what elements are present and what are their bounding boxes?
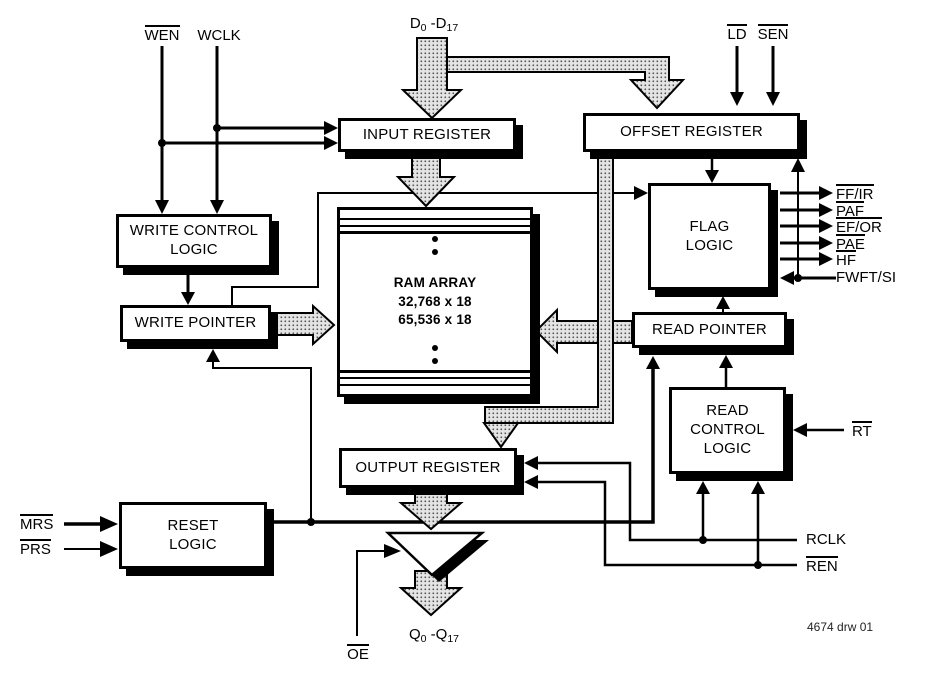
write-control-logic-block: WRITE CONTROL LOGIC (116, 214, 272, 268)
ren-rcl-arrowhead (751, 481, 765, 494)
ram-ellipsis-dot (432, 249, 438, 255)
write-pointer-block: WRITE POINTER (120, 305, 271, 342)
fwft-offset-arrowhead (791, 158, 805, 172)
write-pointer-arrowhead (181, 292, 195, 305)
wen-junction-dot (158, 139, 166, 147)
mrs-label: MRS (20, 514, 54, 533)
ram-ellipsis-dot (432, 236, 438, 242)
wclk-input-arrowhead (324, 121, 338, 135)
sen-arrowhead (766, 92, 780, 106)
flag-ff-ir-label: FF/IR (836, 184, 874, 203)
mrs-arrowhead (100, 516, 118, 532)
ff-arrowhead (819, 186, 833, 200)
fwft-junction-dot (794, 274, 802, 282)
flag-left-arrowhead (634, 186, 648, 200)
rclk-label: RCLK (806, 531, 847, 548)
flag-pae-label: PAE (836, 234, 865, 253)
ram-top-row-line (340, 225, 530, 227)
flag-ef-or-label: EF/OR (836, 217, 882, 236)
reset-bus-wire (274, 369, 655, 524)
ram-top-divider-line (340, 231, 530, 234)
read-pointer-block: READ POINTER (632, 312, 787, 348)
fwft-arrowhead (780, 271, 794, 285)
q-bus-label: Q0 -Q17 (408, 626, 460, 645)
sen-label: SEN (757, 24, 789, 43)
signal-wires (64, 46, 844, 636)
wclk-label: WCLK (197, 27, 241, 44)
read-control-logic-block: READ CONTROL LOGIC (669, 387, 786, 474)
rcl-readptr-arrowhead (719, 355, 733, 368)
ram-ellipsis-dot (432, 345, 438, 351)
ld-label: LD (727, 24, 747, 43)
oe-label: OE (347, 644, 369, 663)
wclk-junction-dot (213, 124, 221, 132)
prs-label: PRS (20, 539, 51, 558)
reset-junction-dot (307, 518, 315, 526)
readptr-flag-arrowhead (716, 296, 730, 309)
reset-logic-block: RESET LOGIC (119, 502, 267, 569)
input-register-block: INPUT REGISTER (338, 118, 516, 152)
flag-hf-label: HF (836, 250, 856, 269)
drawing-number: 4674 drw 01 (807, 620, 874, 634)
ram-array-label: RAM ARRAY 32,768 x 18 65,536 x 18 (393, 274, 477, 328)
d-bus-label: D0 -D17 (409, 15, 459, 34)
flag-paf-label: PAF (836, 201, 865, 220)
ren-junction-dot (754, 561, 762, 569)
ram-bottom-row-line (340, 377, 530, 379)
flag-fwft-si-label: FWFT/SI (836, 269, 896, 286)
ram-to-output-buffer-arrow (398, 487, 464, 531)
prs-arrowhead (100, 541, 118, 557)
offset-flag-arrowhead (705, 170, 719, 183)
pae-arrowhead (819, 236, 833, 250)
write-pointer-to-ram-arrow (271, 303, 336, 347)
ram-array-block: RAM ARRAY 32,768 x 18 65,536 x 18 (337, 207, 533, 397)
output-buffer (384, 531, 489, 582)
offset-to-output-register-arrowhead (482, 422, 520, 449)
reset-writeptr-arrowhead (206, 349, 220, 362)
rclk-rcl-arrowhead (696, 481, 710, 494)
ram-ellipsis-dot (432, 358, 438, 364)
wen-arrowhead (155, 200, 169, 214)
ef-arrowhead (819, 219, 833, 233)
ram-top-row-line (340, 218, 530, 220)
input-register-to-ram-arrow (395, 151, 457, 208)
paf-arrowhead (819, 203, 833, 217)
reset-to-write-pointer-wire (212, 362, 312, 522)
q-bus-output-arrow (398, 570, 464, 617)
oe-wire (356, 550, 384, 636)
wen-label: WEN (144, 25, 180, 44)
flag-logic-block: FLAG LOGIC (648, 183, 771, 290)
reset-readptr-arrowhead (646, 356, 660, 369)
ram-bottom-divider-line (340, 370, 530, 373)
read-pointer-to-ram-arrow (534, 307, 633, 355)
d-bus-to-offset-register-arrow (446, 56, 686, 110)
oe-arrowhead (384, 544, 401, 558)
arrowheads (100, 92, 833, 558)
hf-arrowhead (819, 252, 833, 266)
junction-dots (158, 124, 802, 569)
rclk-junction-dot (699, 536, 707, 544)
wen-input-arrowhead (324, 136, 338, 150)
rclk-wire (537, 461, 797, 542)
ram-bottom-row-line (340, 384, 530, 386)
rclk-outreg-arrowhead (524, 456, 538, 470)
output-buffer-triangle-icon (384, 531, 486, 577)
output-register-block: OUTPUT REGISTER (339, 448, 517, 488)
rt-arrowhead (793, 423, 807, 437)
wclk-arrowhead (210, 200, 224, 214)
ld-arrowhead (730, 92, 744, 106)
rt-label: RT (852, 421, 872, 440)
d-bus-to-input-register-arrow (400, 37, 464, 120)
ren-outreg-arrowhead (524, 475, 538, 489)
ren-label: REN (806, 556, 838, 575)
offset-register-block: OFFSET REGISTER (583, 113, 800, 152)
